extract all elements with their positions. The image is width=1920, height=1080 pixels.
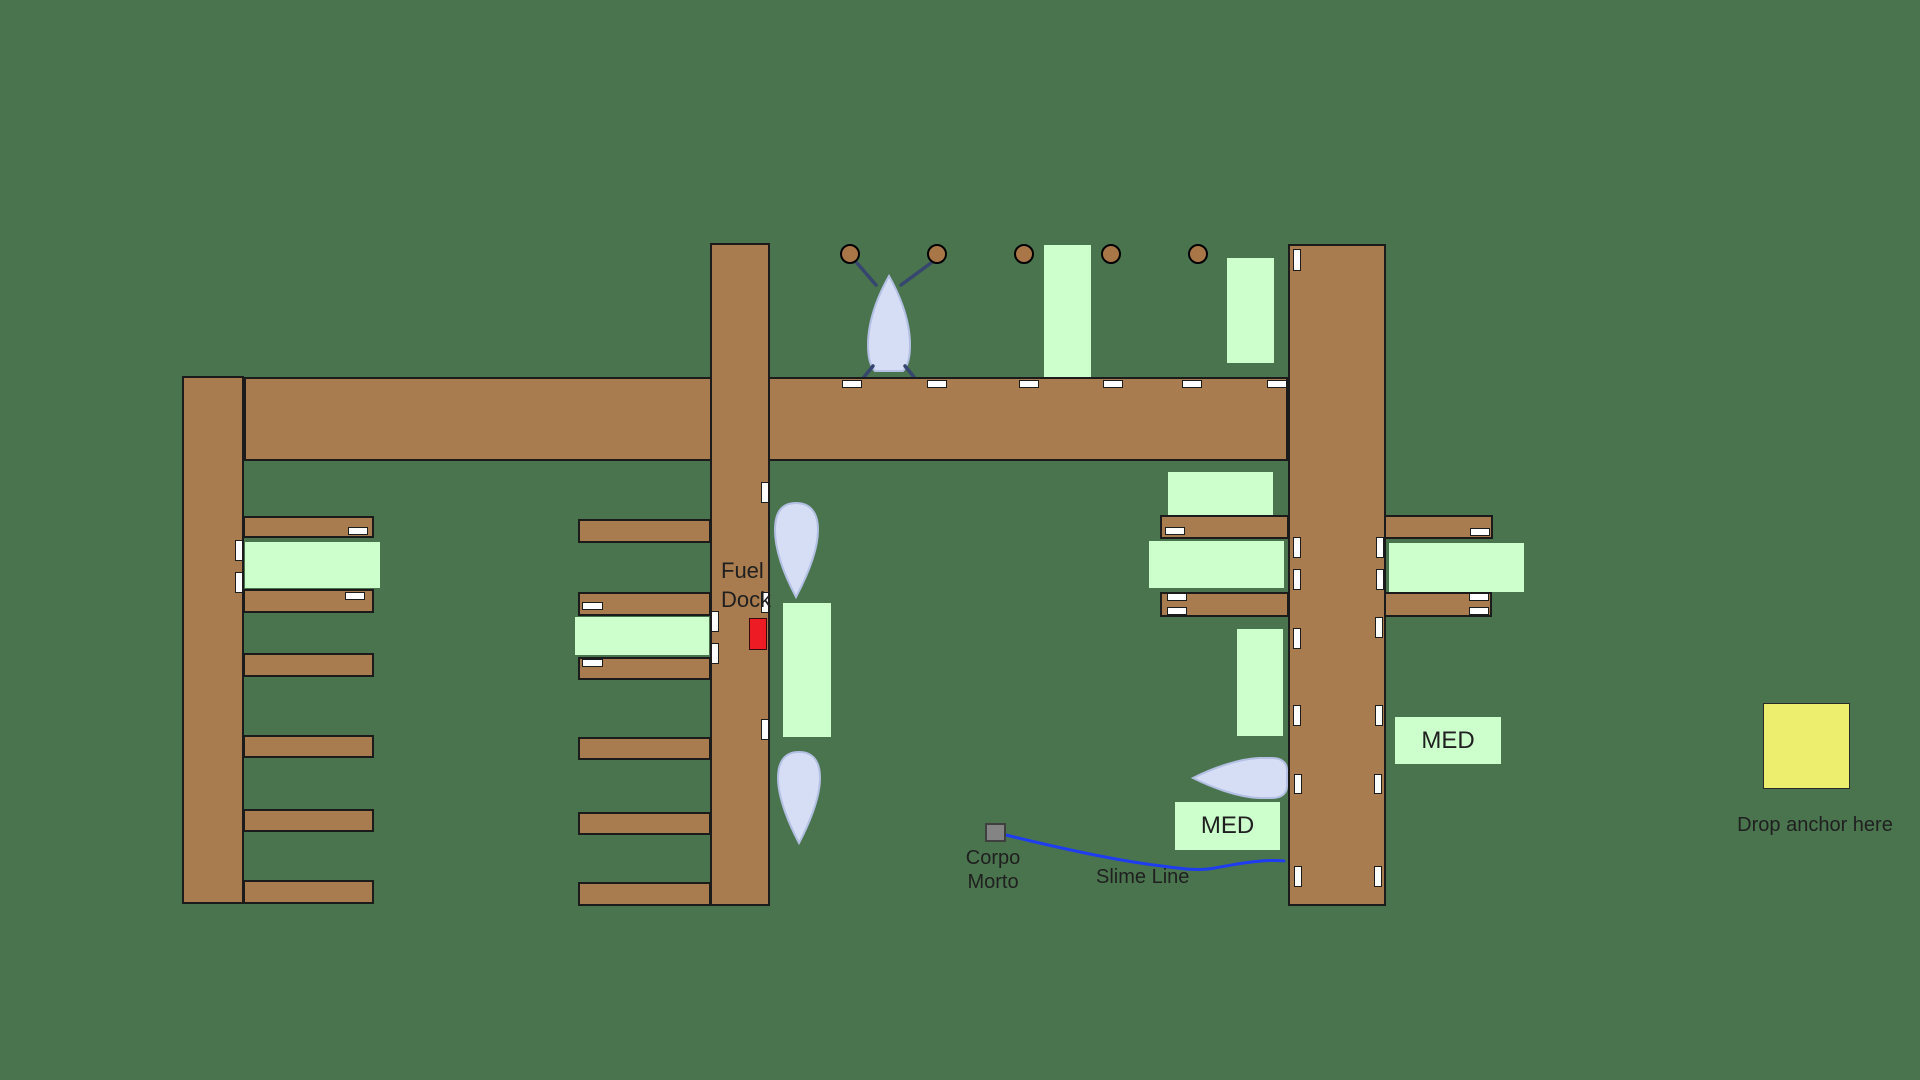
finger-dock [578,882,711,906]
cleat [1167,593,1187,601]
cleat [1376,537,1384,558]
cleat [1294,866,1302,887]
cleat [1293,628,1301,649]
cleat [927,380,947,388]
right-pier [1288,244,1386,906]
finger-dock [243,809,374,832]
corpo-morto-buoy [985,823,1006,842]
mooring-piling [1014,244,1034,264]
boat-center-lower [776,750,822,846]
cleat [1103,380,1123,388]
cleat [1294,774,1302,794]
finger-dock [1160,515,1289,539]
bow-line-right [899,261,933,287]
cleat [235,540,243,561]
finger-dock [243,880,374,904]
cleat [842,380,862,388]
boat-slip [1168,472,1273,516]
cleat [348,527,368,535]
cleat [1470,528,1490,536]
mooring-piling [1188,244,1208,264]
finger-dock [243,735,374,758]
stern-line-left [862,364,875,379]
stern-line-right [903,364,916,379]
cleat [711,611,719,632]
cleat [761,592,769,613]
cleat [1182,380,1202,388]
cleat [1374,774,1382,794]
cleat [1375,705,1383,726]
finger-dock [578,812,711,835]
cleat [235,572,243,593]
cleat [345,592,365,600]
boat-right-pier [1190,757,1288,799]
med-slip-right: MED [1395,717,1501,764]
cleat [711,643,719,664]
finger-dock [578,519,711,543]
fuel-dock-label: Fuel Dock [721,558,772,612]
med-slip-left: MED [1175,802,1280,850]
boat-slip [1044,245,1091,377]
slime-line [1004,833,1286,871]
corpo-morto-label: Corpo Morto [965,847,1021,893]
cleat [1469,593,1489,601]
cleat [761,719,769,740]
moored-boat-top [866,273,912,372]
mooring-piling [927,244,947,264]
cleat [1167,607,1187,615]
finger-dock [578,737,711,760]
mooring-piling [1101,244,1121,264]
cleat [1165,527,1185,535]
boat-slip [1149,541,1284,588]
cleat [1375,617,1383,638]
drop-anchor-zone [1763,703,1850,789]
finger-dock [578,657,711,680]
boat-slip [783,603,831,737]
cleat [1374,866,1382,887]
bow-line-left [855,261,878,287]
cleat [1019,380,1039,388]
cleat [1267,380,1287,388]
finger-dock [243,516,374,538]
cleat [1293,537,1301,558]
boat-slip [1389,543,1524,592]
med-slip-right-label: MED [1421,726,1475,754]
boat-slip [245,542,380,588]
cleat [1376,569,1384,590]
fuel-dock-marker [749,618,767,650]
boat-center-upper [773,501,820,600]
med-slip-left-label: MED [1200,812,1255,839]
cleat [582,659,603,667]
mooring-piling [840,244,860,264]
cleat [1469,607,1489,615]
boat-slip [575,617,709,655]
cleat [582,602,603,610]
cleat [1293,705,1301,726]
drop-anchor-label: Drop anchor here [1737,814,1893,836]
cleat [1293,569,1301,590]
slime-line-label: Slime Line [1096,866,1190,888]
boat-slip [1237,629,1283,736]
cleat [761,482,769,503]
center-pier [710,243,770,906]
cleat [1293,249,1301,271]
finger-dock [243,653,374,677]
left-pier [182,376,244,904]
boat-slip [1227,258,1274,363]
